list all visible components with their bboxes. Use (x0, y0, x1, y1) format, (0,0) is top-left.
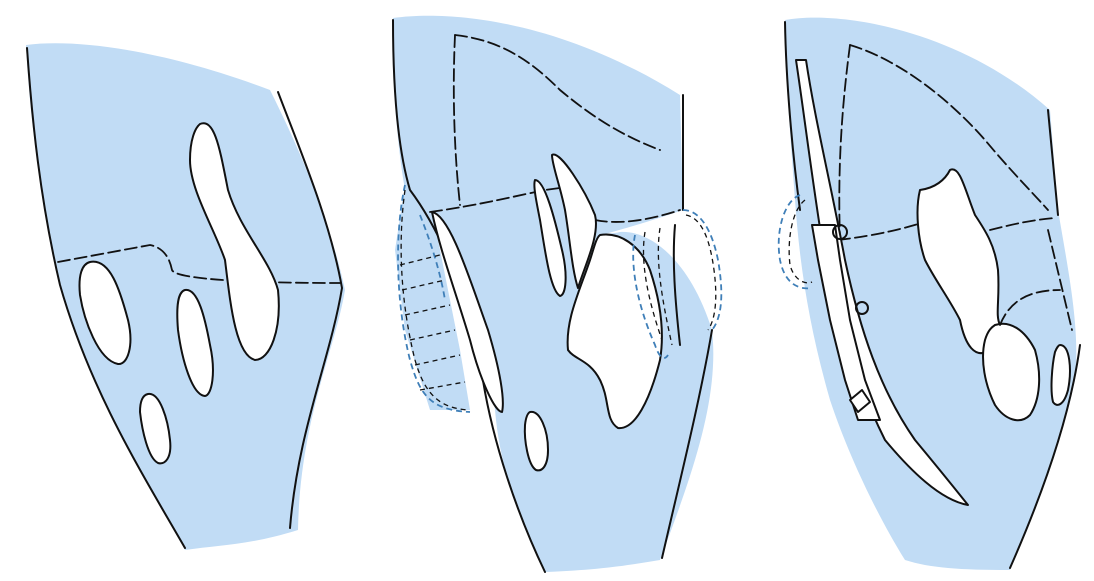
middle-sketch (393, 16, 721, 572)
left-sketch (26, 43, 345, 550)
right-sketch (779, 18, 1080, 570)
